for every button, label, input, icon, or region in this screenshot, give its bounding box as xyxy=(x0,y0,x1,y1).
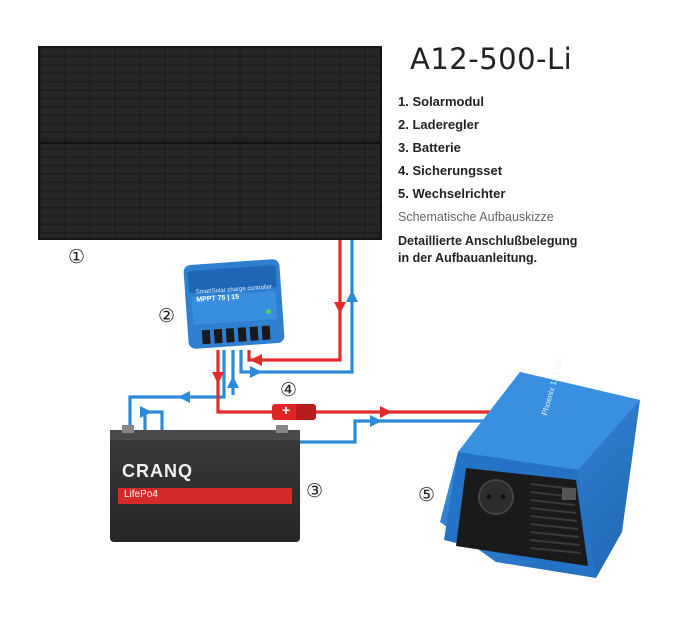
solar-panel xyxy=(38,46,382,240)
battery-type-label: LifePo4 xyxy=(124,489,158,500)
marker-charge-controller: ② xyxy=(158,305,176,327)
legend-item-sicherungsset: 4. Sicherungsset xyxy=(398,163,503,178)
charge-controller xyxy=(183,259,285,349)
fuse-plus-symbol: + xyxy=(282,402,291,418)
legend-item-batterie: 3. Batterie xyxy=(398,140,461,155)
inverter xyxy=(440,372,640,578)
fuse xyxy=(272,404,316,420)
component-legend: 1. Solarmodul 2. Laderegler 3. Batterie … xyxy=(398,90,505,205)
assembly-note-line-2: in der Aufbauanleitung. xyxy=(398,251,538,265)
marker-inverter: ⑤ xyxy=(418,484,436,506)
assembly-note-line-1: Detaillierte Anschlußbelegung xyxy=(398,234,578,248)
battery-brand: CRANQ xyxy=(122,461,193,481)
legend-item-wechselrichter: 5. Wechselrichter xyxy=(398,186,506,201)
arrowheads xyxy=(140,290,392,427)
marker-battery: ③ xyxy=(306,480,324,502)
legend-item-solarmodul: 1. Solarmodul xyxy=(398,94,484,109)
battery xyxy=(110,425,300,542)
positive-wires xyxy=(216,240,492,414)
assembly-note: Detaillierte Anschlußbelegung in der Auf… xyxy=(398,233,628,267)
product-title: A12-500-Li xyxy=(410,42,573,76)
marker-solar-panel: ① xyxy=(68,246,86,268)
diagram-subtitle: Schematische Aufbauskizze xyxy=(398,210,554,224)
marker-fuse: ④ xyxy=(280,379,298,401)
legend-item-laderegler: 2. Laderegler xyxy=(398,117,479,132)
